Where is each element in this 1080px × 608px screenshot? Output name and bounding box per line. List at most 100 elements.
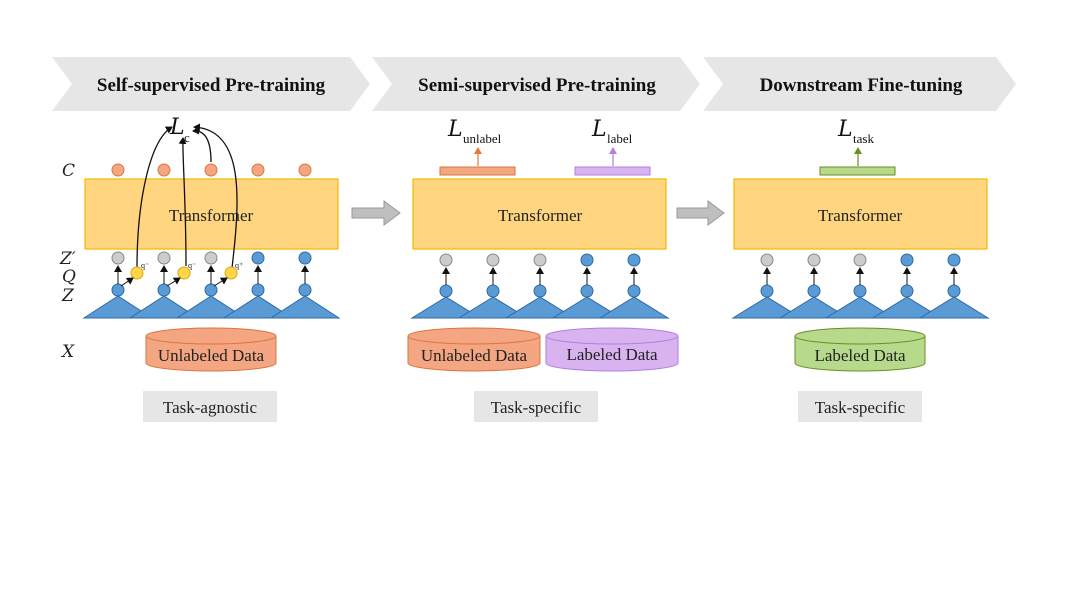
feature-node bbox=[760, 284, 774, 298]
row-label-z: Z bbox=[61, 286, 75, 306]
quantize-arrow bbox=[166, 277, 181, 287]
feature-node bbox=[900, 284, 914, 298]
stage-banner-3: Downstream Fine-tuning bbox=[703, 57, 1016, 111]
encoder-triangle bbox=[871, 296, 943, 319]
data-label: Labeled Data bbox=[814, 346, 906, 365]
feature-node bbox=[486, 284, 500, 298]
stage-title-2: Semi-supervised Pre-training bbox=[418, 75, 656, 96]
transformer-label: Transformer bbox=[818, 206, 903, 225]
masked-node bbox=[111, 251, 125, 265]
masked-node bbox=[157, 251, 171, 265]
label-loss-symbol: L bbox=[591, 117, 607, 142]
encoder-triangle bbox=[918, 296, 990, 319]
contrastive-loss-subscript: c bbox=[184, 130, 190, 145]
unlabel-head bbox=[439, 166, 516, 176]
transformer-block bbox=[412, 178, 667, 250]
encoder-triangle bbox=[824, 296, 896, 319]
quantized-node bbox=[177, 266, 191, 280]
task-tag-bg bbox=[474, 391, 598, 422]
quantized-label: q⁻ bbox=[141, 261, 149, 270]
task-tag-bg bbox=[798, 391, 922, 422]
loss-arrow bbox=[193, 123, 238, 269]
row-label-q: Q bbox=[62, 267, 76, 287]
contrastive-loss-symbol: L bbox=[169, 115, 185, 140]
labeled-data-cylinder: Labeled Data bbox=[794, 327, 926, 372]
feature-node bbox=[298, 283, 312, 297]
task-tag: Task-agnostic bbox=[163, 398, 258, 417]
task-head bbox=[819, 166, 896, 176]
row-label-x: X bbox=[60, 342, 75, 362]
stage-arrow bbox=[676, 200, 725, 226]
feature-node bbox=[439, 284, 453, 298]
data-label: Unlabeled Data bbox=[421, 346, 528, 365]
latent-node bbox=[580, 253, 594, 267]
stage-banner-1: Self-supervised Pre-training bbox=[52, 57, 370, 111]
encoder-triangle bbox=[598, 296, 670, 319]
latent-node bbox=[947, 253, 961, 267]
data-label: Labeled Data bbox=[566, 345, 658, 364]
task-tag-bg bbox=[143, 391, 277, 422]
context-node bbox=[251, 163, 265, 177]
encoder-triangle bbox=[778, 296, 850, 319]
feature-node bbox=[853, 284, 867, 298]
transformer-block bbox=[84, 178, 339, 250]
transformer-label: Transformer bbox=[169, 206, 254, 225]
unlabeled-data-cylinder: Unlabeled Data bbox=[407, 327, 541, 372]
loss-arrow bbox=[192, 126, 212, 163]
context-node bbox=[111, 163, 125, 177]
task-loss-symbol: L bbox=[837, 117, 853, 142]
feature-node bbox=[251, 283, 265, 297]
masked-node bbox=[486, 253, 500, 267]
task-loss-subscript: task bbox=[853, 131, 874, 146]
loss-arrow bbox=[178, 137, 187, 267]
masked-node bbox=[439, 253, 453, 267]
feature-node bbox=[580, 284, 594, 298]
unlabel-loss-subscript: unlabel bbox=[463, 131, 502, 146]
quantized-label: q⁺ bbox=[235, 261, 243, 270]
stage-1: Transformer L c q⁻ q⁻ q⁺ bbox=[82, 115, 341, 422]
transformer-label: Transformer bbox=[498, 206, 583, 225]
stage-arrow bbox=[351, 200, 401, 226]
data-label: Unlabeled Data bbox=[158, 346, 265, 365]
masked-node bbox=[204, 251, 218, 265]
latent-node bbox=[298, 251, 312, 265]
stage-title-3: Downstream Fine-tuning bbox=[760, 75, 963, 96]
label-head bbox=[574, 166, 651, 176]
quantize-arrow bbox=[120, 277, 134, 287]
feature-node bbox=[627, 284, 641, 298]
labeled-data-cylinder: Labeled Data bbox=[545, 327, 679, 372]
label-loss-subscript: label bbox=[607, 131, 633, 146]
encoder-triangle bbox=[504, 296, 576, 319]
masked-node bbox=[807, 253, 821, 267]
quantized-node bbox=[224, 266, 238, 280]
quantize-arrow bbox=[213, 277, 228, 287]
encoder-triangle bbox=[410, 296, 482, 319]
row-label-z-prime: Z′ bbox=[59, 249, 76, 269]
encoder-triangle bbox=[457, 296, 529, 319]
stage-3: L task Transformer Labeled Data Task-spe… bbox=[731, 117, 990, 422]
quantized-label: q⁻ bbox=[188, 261, 196, 270]
encoder-triangle bbox=[82, 295, 154, 319]
context-node bbox=[298, 163, 312, 177]
encoder-triangle bbox=[175, 295, 247, 319]
masked-node bbox=[533, 253, 547, 267]
transformer-block bbox=[733, 178, 988, 250]
context-node bbox=[204, 163, 218, 177]
unlabeled-data-cylinder: Unlabeled Data bbox=[145, 327, 277, 372]
masked-node bbox=[853, 253, 867, 267]
task-tag: Task-specific bbox=[815, 398, 906, 417]
encoder-triangle bbox=[551, 296, 623, 319]
encoder-triangle bbox=[731, 296, 803, 319]
masked-node bbox=[760, 253, 774, 267]
feature-node bbox=[533, 284, 547, 298]
stage-banner-2: Semi-supervised Pre-training bbox=[372, 57, 700, 111]
encoder-triangle bbox=[222, 295, 294, 319]
stage-2: L unlabel L label Transformer Unlabeled … bbox=[407, 117, 679, 422]
row-label-c: C bbox=[62, 161, 75, 181]
feature-node bbox=[947, 284, 961, 298]
feature-node bbox=[807, 284, 821, 298]
loss-arrow bbox=[136, 126, 173, 269]
encoder-triangle bbox=[128, 295, 200, 319]
unlabel-loss-symbol: L bbox=[447, 117, 463, 142]
